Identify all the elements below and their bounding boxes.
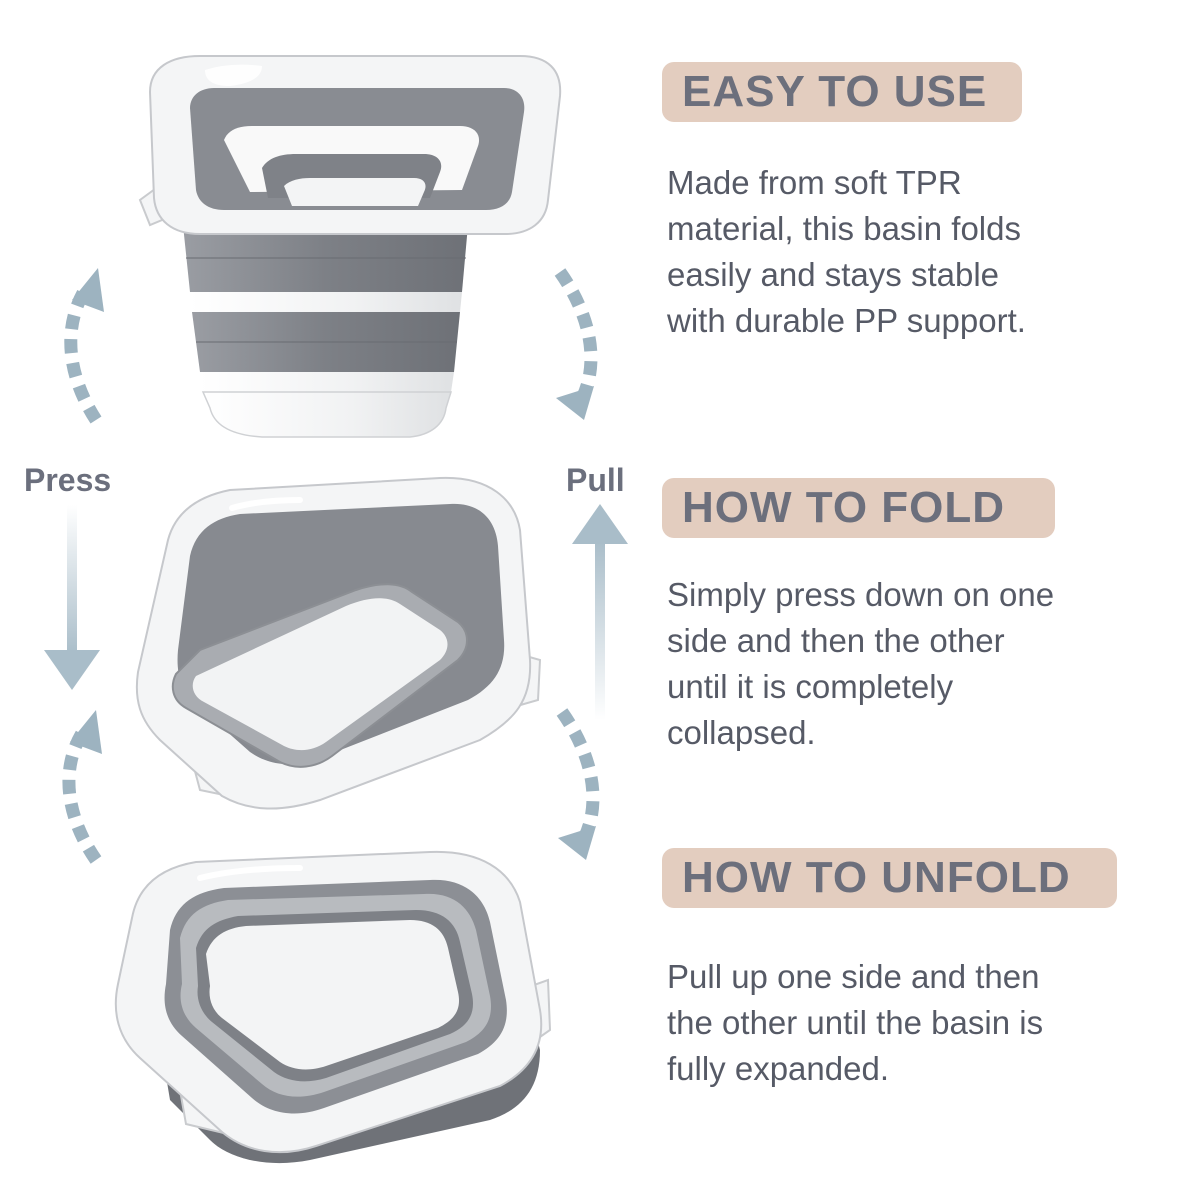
- curved-arrow-down-right-bottom-icon: [556, 708, 600, 860]
- pull-arrow-up-icon: [572, 504, 628, 720]
- how-to-unfold-heading: HOW TO UNFOLD: [662, 848, 1117, 908]
- easy-to-use-description: Made from soft TPR material, this basin …: [667, 160, 1167, 344]
- description-line: collapsed.: [667, 714, 816, 751]
- curved-arrow-up-left-top-icon: [64, 268, 104, 424]
- description-line: Simply press down on one: [667, 576, 1055, 613]
- how-to-fold-description: Simply press down on one side and then t…: [667, 572, 1167, 756]
- curved-arrow-up-left-bottom-icon: [62, 710, 102, 864]
- press-label: Press: [24, 462, 112, 498]
- description-line: side and then the other: [667, 622, 1005, 659]
- description-line: with durable PP support.: [667, 302, 1026, 339]
- basin-collapsed-illustration: [114, 850, 552, 1164]
- pull-label: Pull: [566, 462, 625, 498]
- description-line: easily and stays stable: [667, 256, 1000, 293]
- description-line: until it is completely: [667, 668, 954, 705]
- how-to-fold-heading: HOW TO FOLD: [662, 478, 1055, 538]
- description-line: Made from soft TPR: [667, 164, 962, 201]
- press-arrow-down-icon: [44, 505, 100, 690]
- how-to-unfold-description: Pull up one side and then the other unti…: [667, 954, 1167, 1092]
- description-line: fully expanded.: [667, 1050, 889, 1087]
- basin-half-folded-illustration: [135, 476, 542, 810]
- description-line: Pull up one side and then: [667, 958, 1040, 995]
- basin-expanded-illustration: [138, 55, 562, 438]
- curved-arrow-down-right-top-icon: [554, 268, 598, 420]
- description-line: material, this basin folds: [667, 210, 1021, 247]
- description-line: the other until the basin is: [667, 1004, 1044, 1041]
- illustration-panel: [44, 55, 628, 1164]
- easy-to-use-heading: EASY TO USE: [662, 62, 1022, 122]
